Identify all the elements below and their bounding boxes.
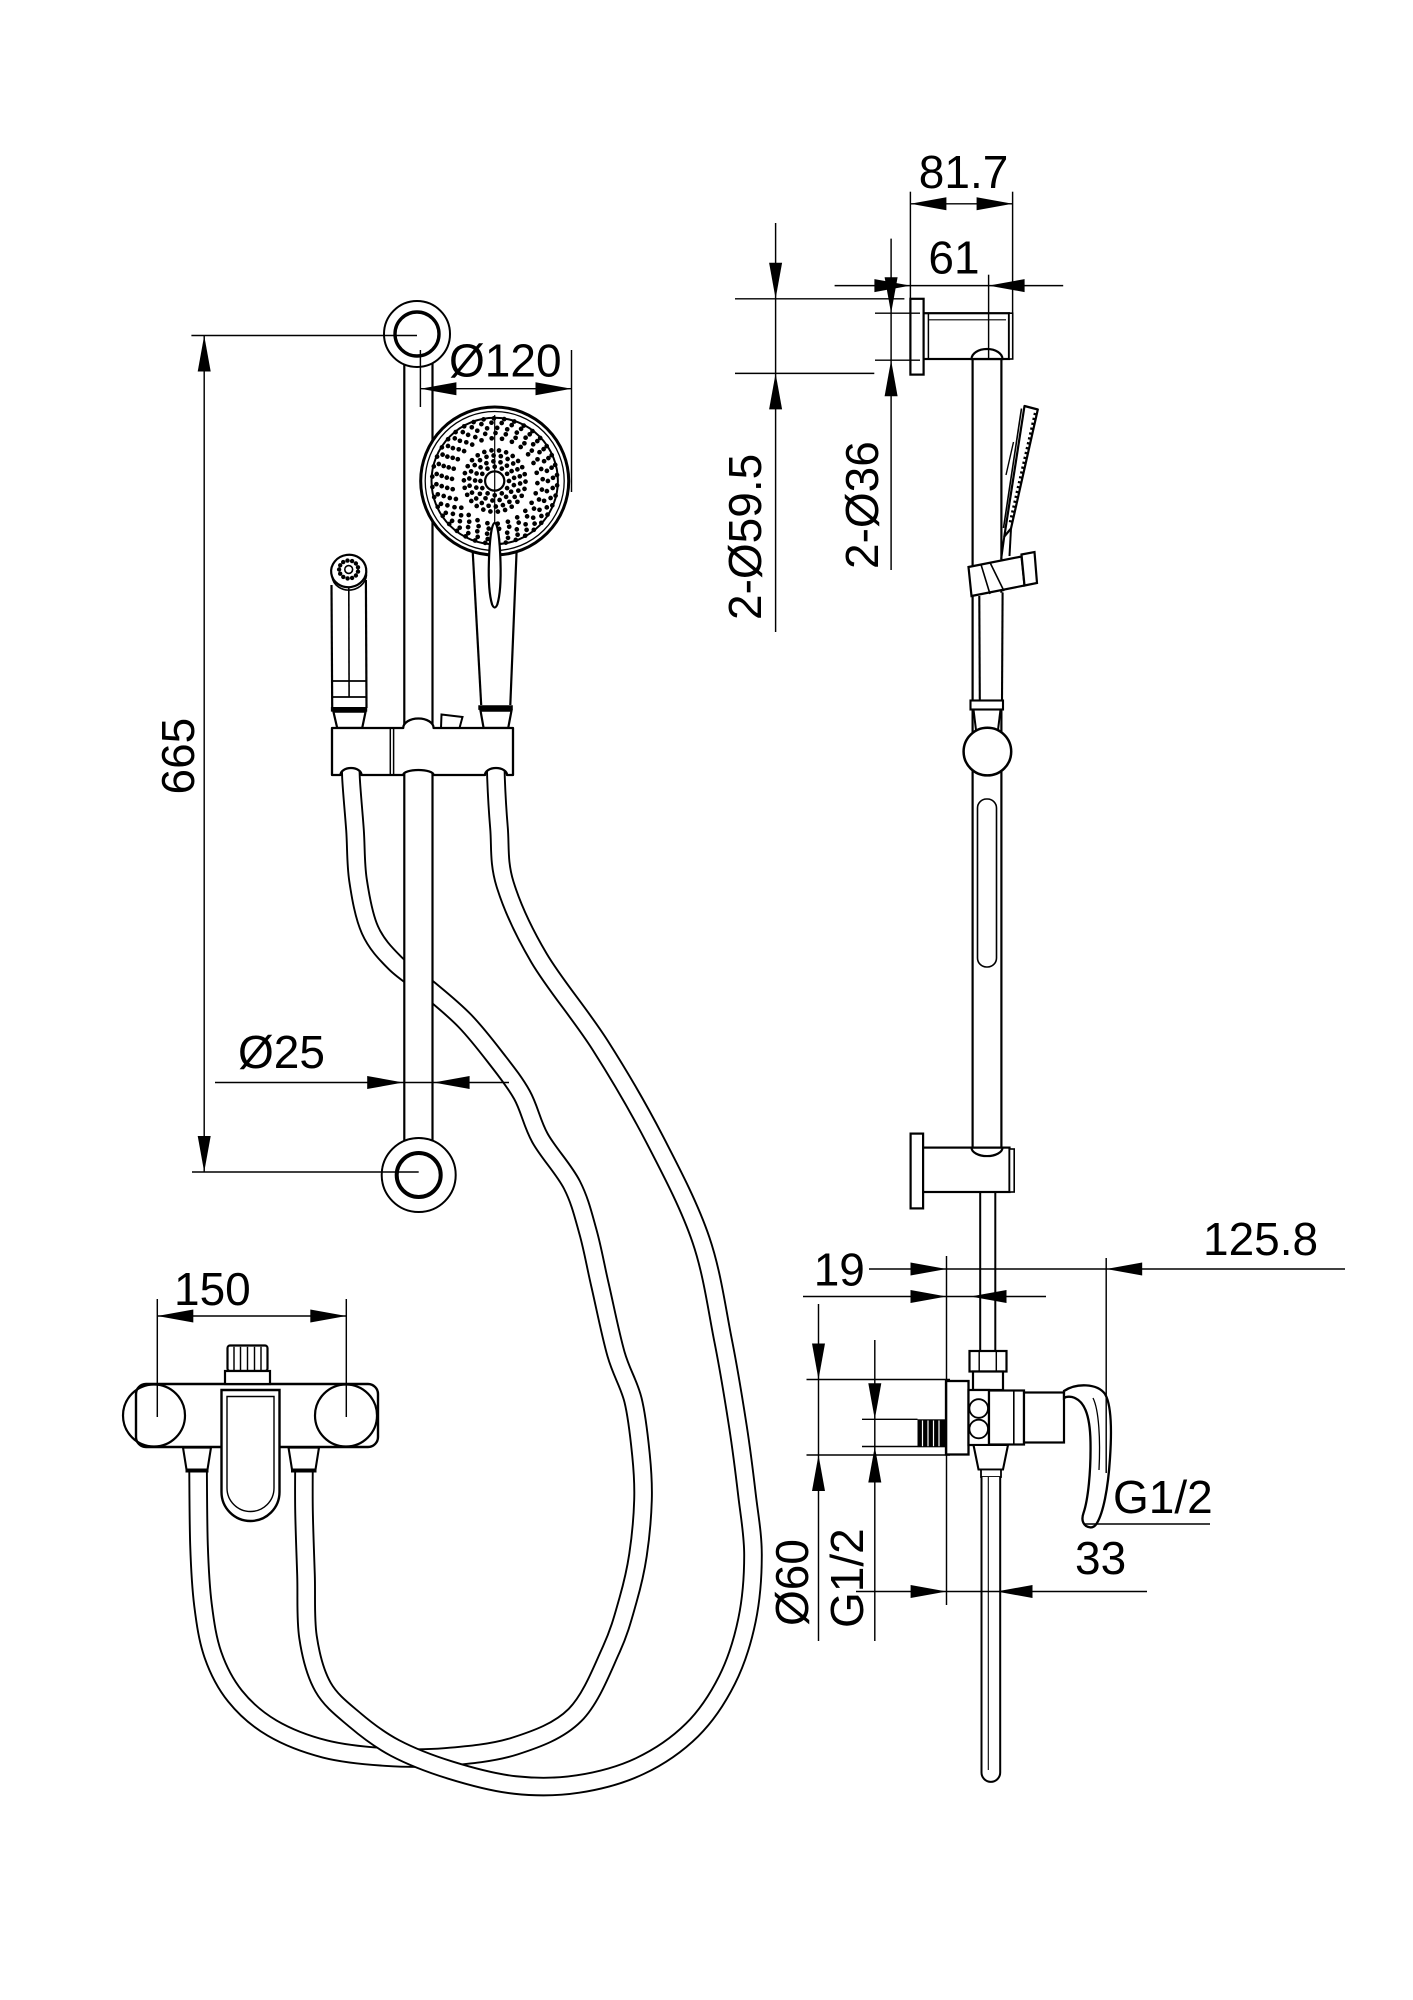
svg-text:G1/2: G1/2 (1113, 1471, 1213, 1523)
svg-text:Ø120: Ø120 (449, 335, 562, 387)
svg-text:33: 33 (1075, 1532, 1126, 1584)
svg-text:2-Ø36: 2-Ø36 (836, 441, 888, 569)
svg-text:19: 19 (814, 1244, 865, 1296)
svg-text:Ø60: Ø60 (766, 1539, 818, 1626)
svg-text:665: 665 (152, 718, 204, 795)
svg-text:2-Ø59.5: 2-Ø59.5 (719, 454, 771, 620)
svg-text:G1/2: G1/2 (821, 1528, 873, 1628)
svg-text:61: 61 (928, 232, 979, 284)
svg-text:150: 150 (174, 1263, 251, 1315)
svg-text:81.7: 81.7 (919, 146, 1009, 198)
svg-text:Ø25: Ø25 (238, 1026, 325, 1078)
svg-text:125.8: 125.8 (1203, 1213, 1318, 1265)
